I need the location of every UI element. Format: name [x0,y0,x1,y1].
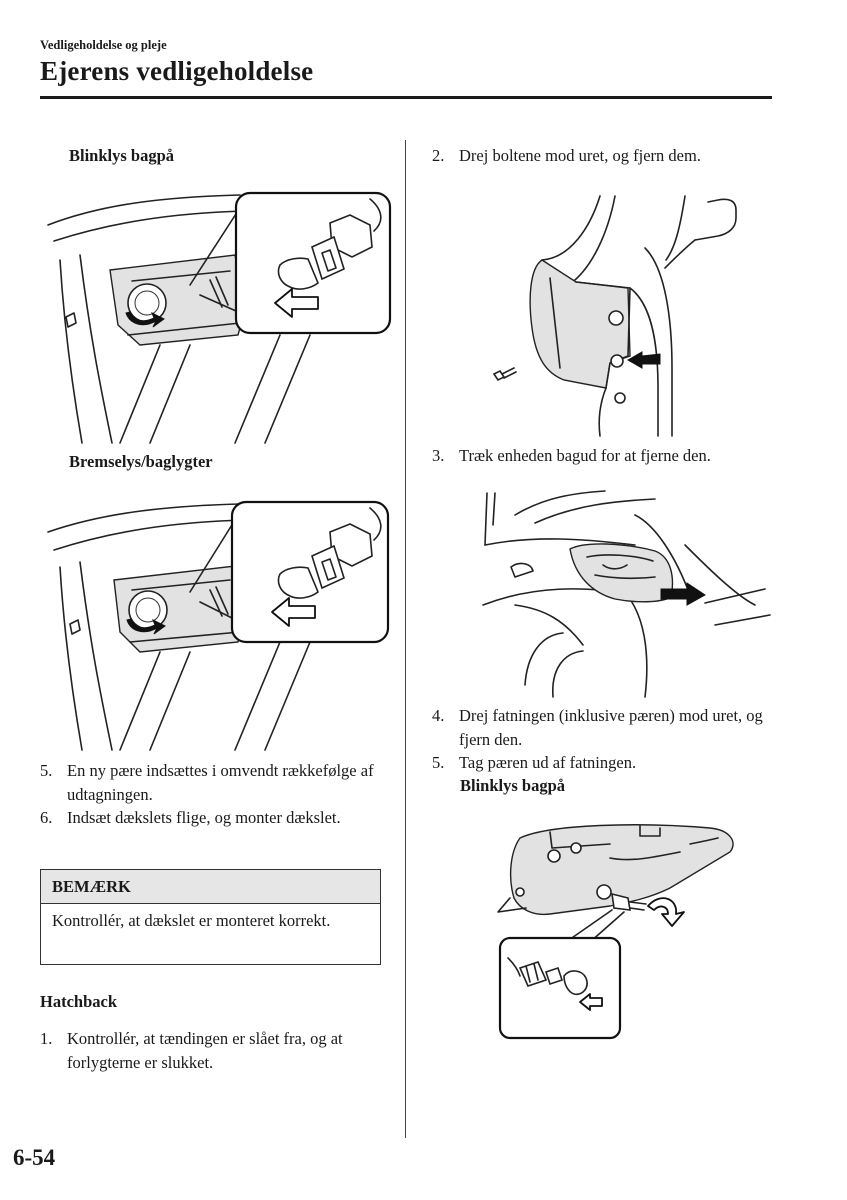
title-rule [40,96,772,99]
step-text: En ny pære indsættes i omvendt rækkefølg… [67,761,374,804]
note-box: BEMÆRK Kontrollér, at dækslet er montere… [40,869,381,965]
heading-rear-turn-signal: Blinklys bagpå [69,146,175,165]
step-text: Træk enheden bagud for at fjerne den. [459,446,711,465]
hatchback-turn-signal-socket-illustration [497,824,734,1040]
step-text: Drej boltene mod uret, og fjern dem. [459,146,701,165]
step-number: 5. [40,761,53,780]
page-number: 6-54 [13,1145,56,1170]
step-text: Kontrollér, at tændingen er slået fra, o… [67,1029,343,1072]
step-text: Drej fatningen (inklusive pæren) mod ure… [459,706,763,749]
step-number: 4. [432,706,445,725]
bolt-removal-illustration [492,195,737,437]
heading-brake-tail-lights: Bremselys/baglygter [69,452,213,471]
note-text: Kontrollér, at dækslet er monteret korre… [52,911,331,930]
step-number: 1. [40,1029,53,1048]
step-number: 2. [432,146,445,165]
rear-turn-signal-bulb-removal-illustration [47,191,392,444]
note-header: BEMÆRK [41,870,380,904]
page-title: Ejerens vedligeholdelse [40,56,314,86]
step-number: 6. [40,808,53,827]
heading-rear-turn-signal-right: Blinklys bagpå [460,776,566,795]
note-title: BEMÆRK [52,877,131,896]
section-label: Vedligeholdelse og pleje [40,38,167,52]
step-number: 5. [432,753,445,772]
step-number: 3. [432,446,445,465]
heading-hatchback: Hatchback [40,992,118,1011]
step-text: Tag pæren ud af fatningen. [459,753,637,772]
brake-tail-light-bulb-removal-illustration [47,500,390,751]
lamp-unit-pull-illustration [482,490,771,698]
column-divider [405,140,406,1138]
step-text: Indsæt dækslets flige, og monter dækslet… [67,808,341,827]
